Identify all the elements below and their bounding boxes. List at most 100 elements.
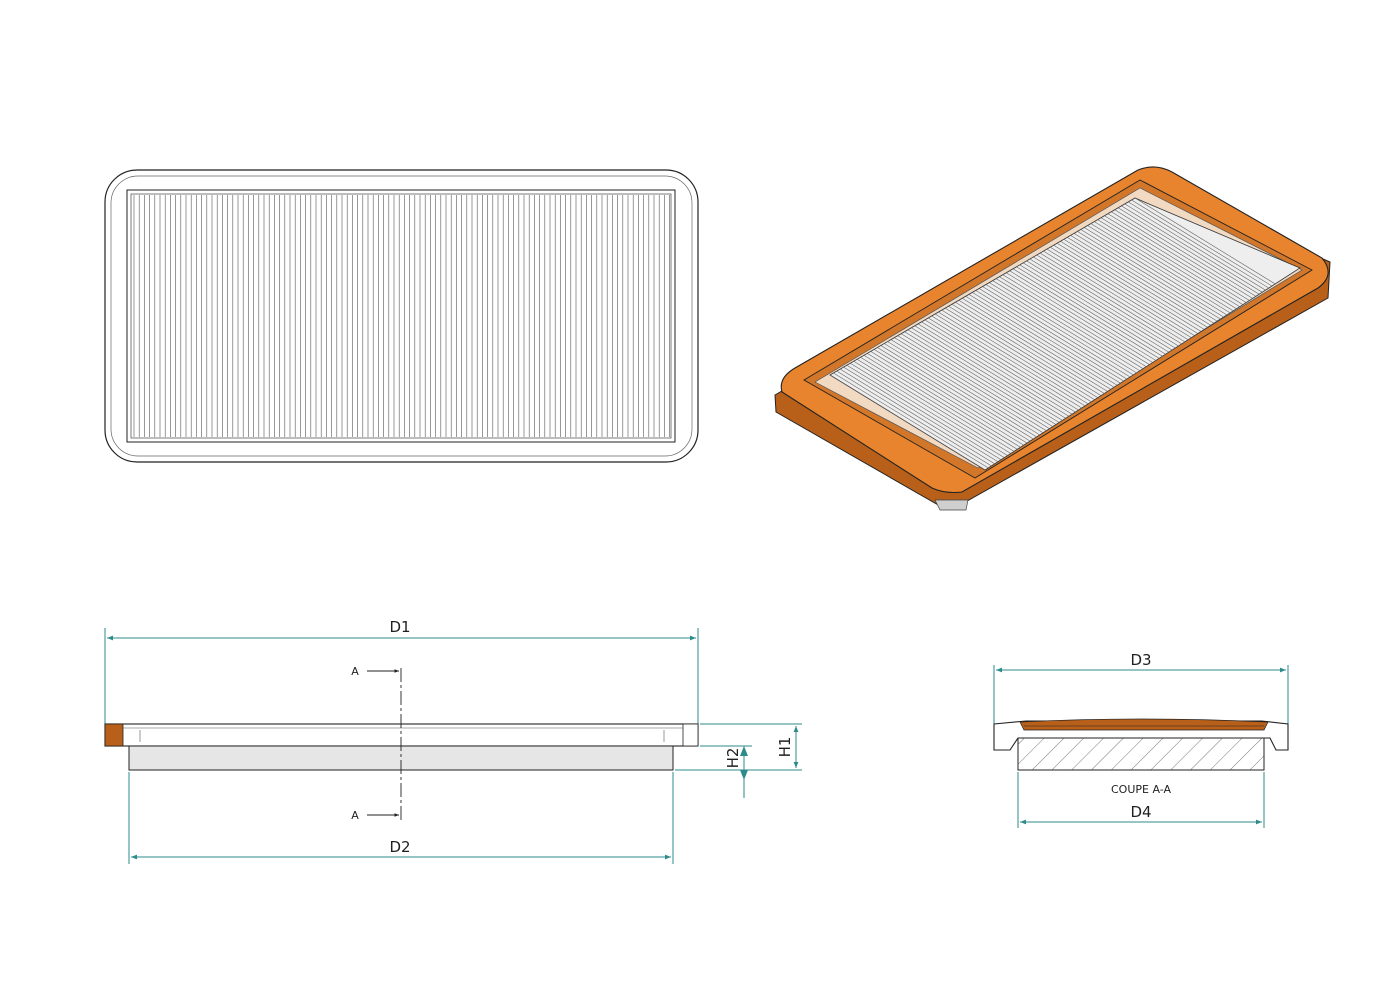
section-caption: COUPE A-A [1111, 783, 1171, 796]
iso-pleat-line [1002, 274, 1158, 370]
iso-pleat-line [985, 284, 1142, 380]
iso-pleat-line [1114, 209, 1270, 306]
iso-pleat-line [972, 292, 1128, 388]
iso-pleat-line [846, 364, 1003, 461]
iso-pleat-line [877, 347, 1033, 443]
section-marker-bottom: A [351, 809, 359, 822]
d3-label: D3 [1130, 651, 1151, 669]
d2-label: D2 [389, 838, 410, 856]
iso-pleat-line [870, 351, 1026, 447]
iso-pleat-line [1090, 223, 1247, 319]
iso-pleat-line [1053, 244, 1209, 341]
iso-pleat-line [934, 313, 1091, 410]
iso-pleat-line [1094, 221, 1250, 317]
iso-pleat-line [1104, 215, 1260, 311]
iso-pleats [830, 198, 1291, 470]
iso-pleat-line [853, 360, 1009, 457]
h1-label: H1 [776, 737, 794, 758]
iso-pleat-line [931, 315, 1087, 412]
iso-pleat-line [1026, 260, 1182, 357]
iso-pleat-line [995, 278, 1152, 374]
iso-pleat-line [894, 337, 1050, 433]
h2-label: H2 [724, 748, 742, 769]
iso-pleat-line [1036, 254, 1192, 351]
iso-pleat-line [1033, 256, 1189, 353]
iso-pleat-line [1012, 268, 1169, 365]
iso-pleat-line [914, 325, 1070, 422]
iso-pleat-line [863, 355, 1020, 451]
iso-pleat-line [901, 333, 1057, 429]
iso-pleat-line [1084, 227, 1240, 323]
iso-pleat-line [1117, 207, 1274, 304]
iso-pleat-line [975, 290, 1131, 386]
section-frame-seal [1019, 718, 1269, 731]
iso-pleat-line [989, 282, 1145, 378]
iso-pleat-line [1080, 229, 1236, 325]
h2-arrow-top [740, 746, 748, 756]
top-view-pleats [133, 195, 670, 437]
top-view-frame-inner [110, 175, 693, 457]
iso-pleat-line [978, 288, 1135, 384]
iso-pleat-line [884, 343, 1040, 439]
iso-pleat-line [1067, 237, 1223, 333]
iso-pleat-line [1070, 235, 1226, 331]
iso-pleat-line [917, 323, 1074, 420]
iso-pleat-line [843, 366, 999, 463]
iso-pleat-line [955, 301, 1111, 398]
iso-pleat-line [1006, 272, 1162, 368]
iso-pleat-line [958, 300, 1114, 396]
front-frame-left-cap [104, 723, 124, 747]
iso-pleat-line [1029, 258, 1186, 355]
section-media [1017, 737, 1265, 771]
iso-pleat-line [1128, 201, 1284, 298]
iso-pleat-line [856, 359, 1013, 455]
iso-pleat-line [1060, 241, 1216, 337]
h2-arrow-bottom [740, 770, 748, 780]
isometric-view [774, 166, 1331, 511]
iso-pleat-line [833, 372, 989, 469]
iso-pleat-line [1063, 239, 1219, 335]
iso-pleat-line [1039, 252, 1196, 349]
iso-pleat-line [1124, 203, 1280, 300]
iso-pleat-line [873, 349, 1030, 445]
iso-pleat-line [999, 276, 1155, 372]
iso-pleat-line [948, 305, 1104, 402]
iso-pleat-line [887, 341, 1043, 437]
iso-pleat-line [1043, 250, 1199, 347]
iso-pleat-line [1056, 242, 1213, 339]
iso-pleat-line [880, 345, 1036, 441]
section-marker-top: A [351, 665, 359, 678]
iso-pleat-line [965, 296, 1121, 392]
iso-pleat-line [1009, 270, 1165, 367]
iso-pleat-line [1023, 262, 1179, 359]
iso-pleat-line [1100, 217, 1257, 313]
iso-pleat-line [1131, 199, 1287, 296]
front-view: D1 A A D2 H2 H1 [104, 618, 802, 864]
iso-pleat-line [1097, 219, 1253, 315]
section-view: D3 COUPE A-A D4 [993, 651, 1289, 828]
front-frame-right-cap [682, 723, 699, 747]
iso-pleat-line [1087, 225, 1243, 321]
top-view [104, 169, 699, 463]
iso-base [934, 499, 969, 511]
iso-pleat-line [945, 307, 1101, 404]
iso-pleat-line [938, 311, 1094, 408]
iso-pleat-line [1077, 231, 1233, 327]
iso-pleat-line [1016, 266, 1172, 363]
iso-pleat-line [921, 321, 1077, 418]
front-frame [104, 723, 699, 747]
iso-pleat-line [962, 298, 1118, 394]
iso-pleat-line [1121, 205, 1277, 302]
iso-pleat-line [924, 319, 1081, 416]
top-view-media-border [126, 189, 676, 443]
iso-pleat-line [941, 309, 1097, 406]
iso-pleat-line [897, 335, 1053, 431]
d4-label: D4 [1130, 803, 1151, 821]
iso-pleat-line [850, 362, 1006, 459]
iso-pleat-line [1107, 213, 1264, 309]
iso-pleat-line [1134, 198, 1291, 294]
iso-pleat-line [1073, 233, 1230, 329]
iso-pleat-line [907, 329, 1064, 426]
iso-pleat-line [911, 327, 1067, 424]
